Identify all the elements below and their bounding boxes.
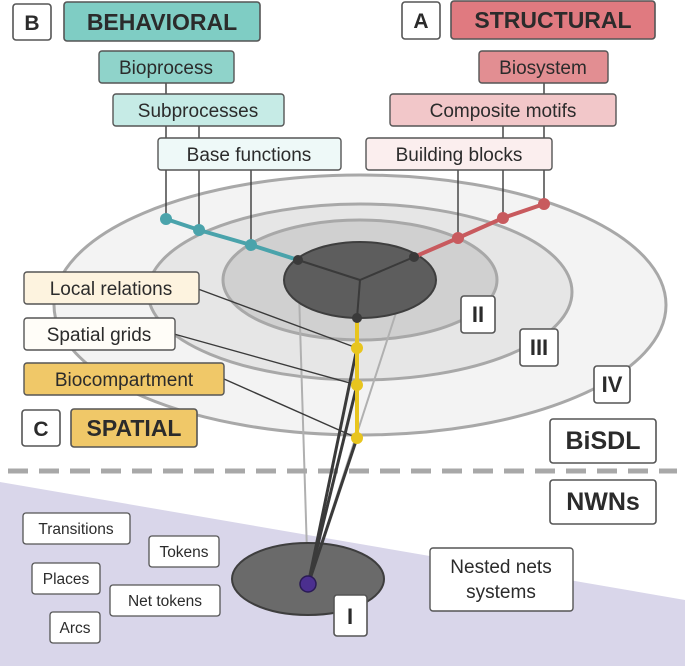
nwns-label-box (549, 479, 657, 525)
nested-nets-line1: Nested nets (450, 557, 551, 578)
panel-letter: A (413, 10, 428, 33)
connector-spatial-grids (173, 333, 358, 386)
spatial-level-label: Local relations (50, 279, 173, 300)
behavioral-level-label: Subprocesses (138, 101, 258, 122)
structural-chain (413, 202, 545, 259)
core-node (409, 252, 419, 262)
spatial-level-label: Spatial grids (47, 325, 152, 346)
spatial-level-box (23, 271, 200, 305)
level-iv-box (593, 365, 631, 404)
nwn-term-label: Tokens (159, 544, 208, 561)
bisdl-label: BiSDL (566, 427, 641, 455)
panel-heading: SPATIAL (87, 415, 182, 441)
behavioral-level-box (112, 93, 285, 127)
nwn-term-box (49, 611, 101, 644)
nested-nets-box (429, 547, 574, 612)
net-token-node (299, 575, 317, 593)
panel-heading: STRUCTURAL (474, 7, 631, 33)
nwn-term-label: Transitions (38, 521, 113, 538)
nwn-term-label: Places (43, 571, 90, 588)
level-ii-box (460, 295, 496, 334)
spatial-level-box (23, 362, 225, 396)
panel-letter-box (12, 3, 52, 41)
level-i-label: I (347, 604, 353, 629)
level-iv-label: IV (602, 372, 623, 397)
nwn-term-box (109, 584, 221, 617)
panel-letter-box (21, 409, 61, 447)
panel-heading: BEHAVIORAL (87, 9, 237, 35)
level-iii-label: III (530, 335, 548, 360)
nwn-term-box (31, 562, 101, 595)
spatial-to-token-line (306, 437, 359, 586)
connector-biocompartment (223, 378, 358, 439)
core-node (352, 313, 362, 323)
structural-level-box (365, 137, 553, 171)
nested-nets-line2: systems (466, 582, 536, 603)
spatial-node (351, 432, 363, 444)
behavioral-chain (165, 217, 299, 262)
behavioral-level-label: Base functions (187, 145, 312, 166)
spatial-node (351, 342, 363, 354)
center-spoke (356, 279, 361, 319)
center-spoke (297, 259, 361, 281)
behavioral-level-box (157, 137, 342, 171)
connector-local-relations (197, 288, 358, 349)
structural-level-label: Composite motifs (430, 101, 577, 122)
nwn-term-box (148, 535, 220, 568)
panel-letter-box (401, 1, 441, 40)
core-node (293, 255, 303, 265)
bisdl-label-box (549, 418, 657, 464)
structural-node (452, 232, 464, 244)
structural-panel: A STRUCTURAL Biosystem Composite motifs … (365, 0, 656, 171)
panel-heading-box (63, 1, 261, 42)
behavioral-level-label: Bioprocess (119, 58, 213, 79)
nwns-label: NWNs (566, 488, 640, 516)
structural-level-box (478, 50, 609, 84)
structural-level-box (389, 93, 617, 127)
spatial-level-label: Biocompartment (55, 370, 194, 391)
spatial-level-box (23, 317, 176, 351)
structural-node (538, 198, 550, 210)
panel-heading-box (450, 0, 656, 40)
spatial-panel: Local relations Spatial grids Biocompart… (21, 271, 225, 448)
panel-heading-box (70, 408, 198, 448)
behavioral-node (245, 239, 257, 251)
behavioral-level-box (98, 50, 235, 84)
level-i-box (333, 594, 368, 637)
nwn-term-label: Arcs (60, 620, 91, 637)
center-spoke (359, 256, 415, 281)
structural-level-label: Biosystem (499, 58, 587, 79)
level-iii-box (519, 328, 559, 367)
spatial-to-token-line (306, 347, 359, 586)
behavioral-panel: B BEHAVIORAL Bioprocess Subprocesses Bas… (12, 1, 342, 171)
projection-line (297, 259, 309, 586)
panel-letter: B (24, 12, 39, 35)
spatial-node (351, 379, 363, 391)
level-ii-label: II (472, 302, 484, 327)
nwn-terms: Transitions Tokens Places Net tokens Arc… (22, 512, 221, 644)
nwn-term-box (22, 512, 131, 545)
behavioral-node (160, 213, 172, 225)
panel-letter: C (33, 418, 48, 441)
structural-node (497, 212, 509, 224)
structural-level-label: Building blocks (396, 145, 523, 166)
nwn-term-label: Net tokens (128, 593, 202, 610)
behavioral-node (193, 224, 205, 236)
